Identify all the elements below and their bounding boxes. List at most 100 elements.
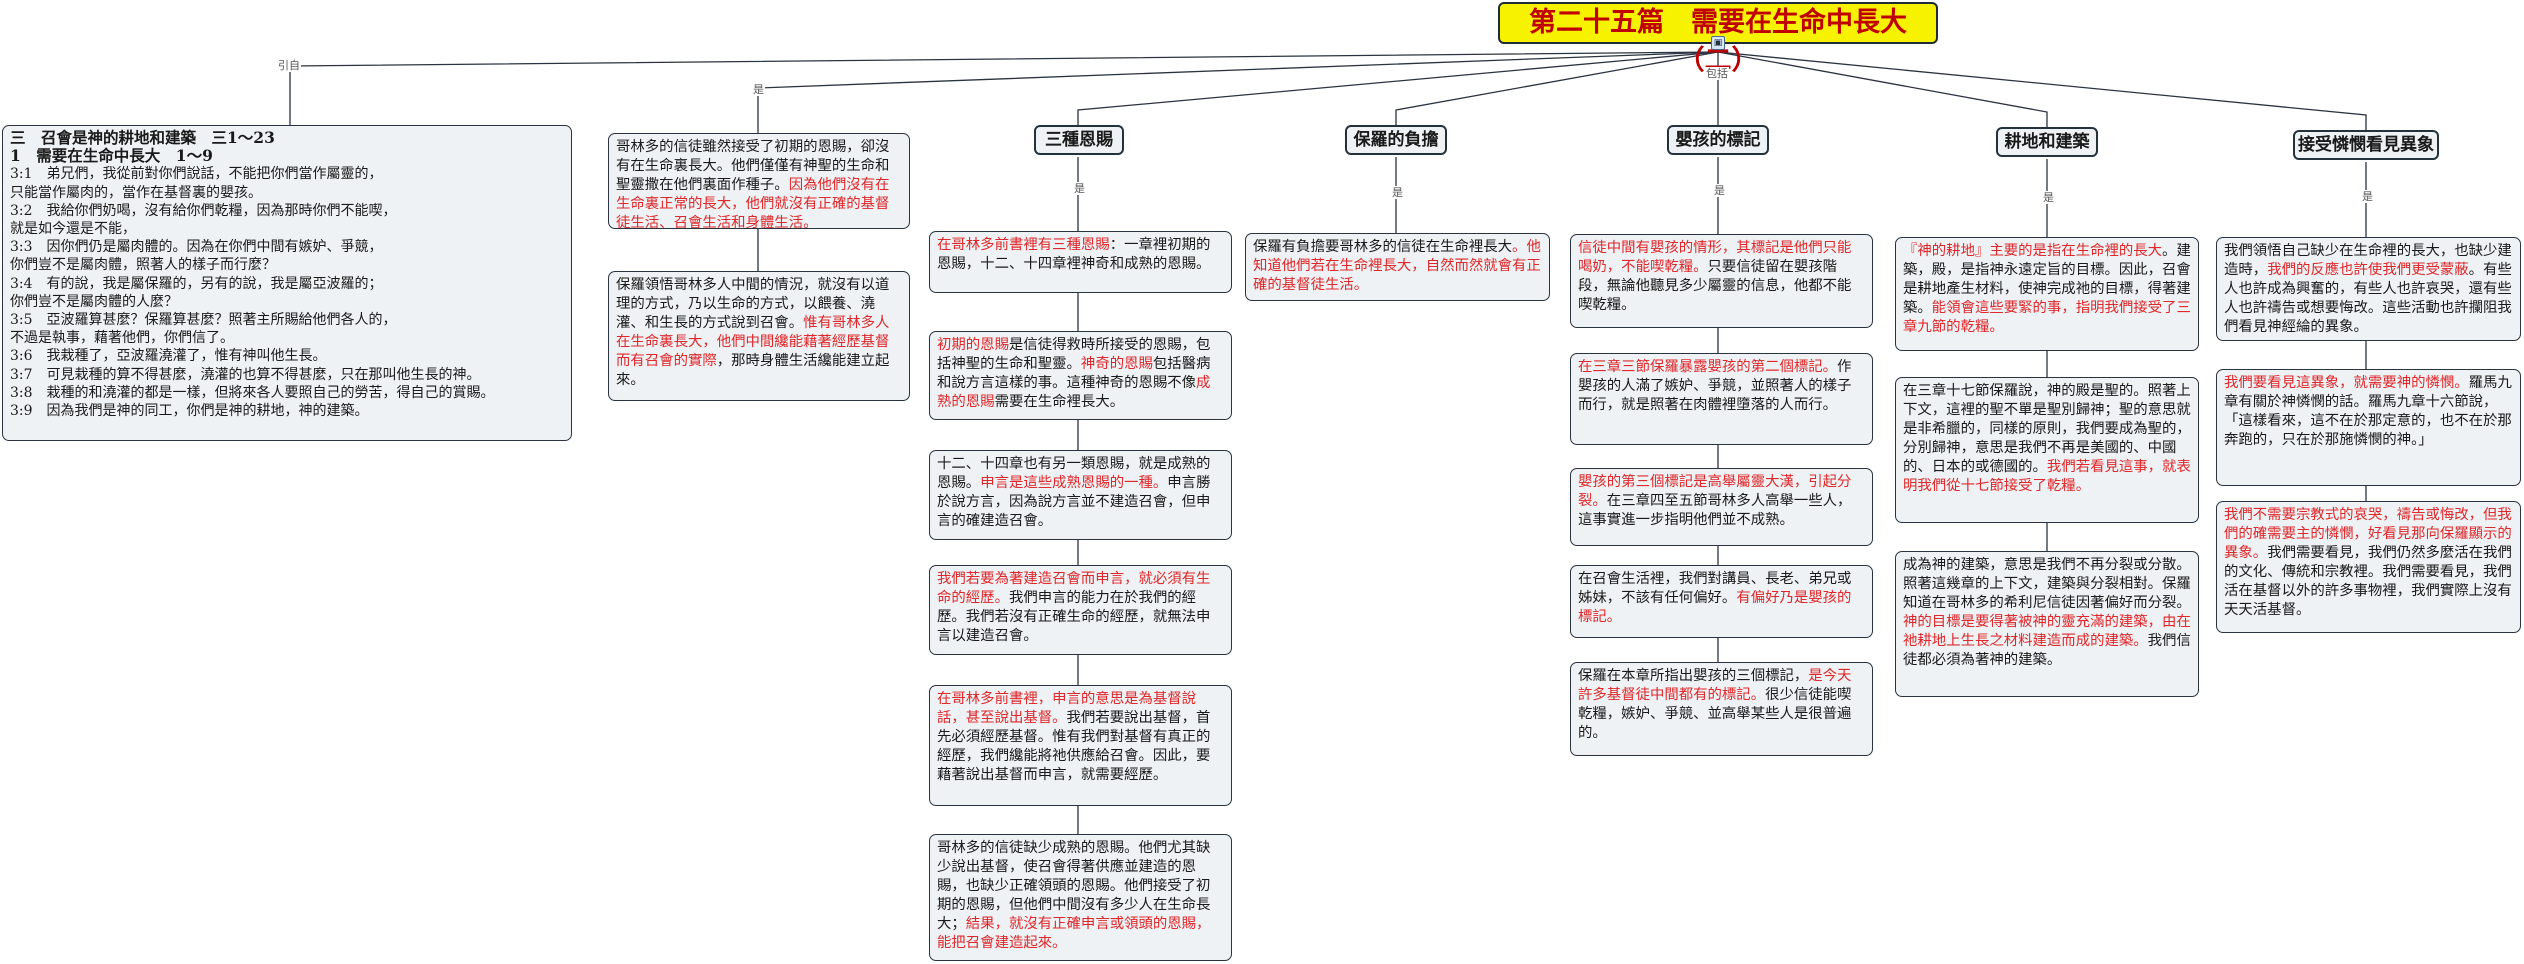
note-highlight: 我們若要為著建造召會而申言，就必須有生命的經歷。 bbox=[937, 571, 1211, 606]
edge-label-is: 是 bbox=[1713, 184, 1726, 197]
note-text: 在三章十七節保羅說，神的殿是聖的。照著上下文，這裡的聖不單是聖別歸神；聖的意思就… bbox=[1903, 383, 2191, 475]
scripture-box: 三 召會是神的耕地和建築 三1～23 1 需要在生命中長大 1～9 3:1 弟兄… bbox=[2, 125, 572, 441]
note-highlight: 我們要看見這異象，就需要神的憐憫。 bbox=[2224, 375, 2469, 391]
note-text: 我們領悟自己缺少在生命裡的長大，也缺少建造時， bbox=[2224, 243, 2512, 278]
note-text: 在三章四至五節哥林多人高舉一些人，這事實進一步指明他們並不成熟。 bbox=[1578, 493, 1852, 528]
note-text: 我們申言的能力在於我們的經歷。我們若沒有正確生命的經歷，就無法申言以建造召會。 bbox=[937, 590, 1211, 644]
note-highlight: 神奇的恩賜 bbox=[1080, 356, 1153, 372]
note-box: 信徒中間有嬰孩的情形，其標記是他們只能喝奶，不能喫乾糧。只要信徒留在嬰孩階段，無… bbox=[1570, 234, 1873, 328]
note-highlight: 信徒中間有嬰孩的情形，其標記是他們只能喝奶，不能喫乾糧。 bbox=[1578, 240, 1852, 275]
note-text: 保羅領悟哥林多人中間的情況，就沒有以道理的方式，乃以生命的方式，以餵養、澆灌、和… bbox=[616, 277, 890, 331]
edge-label-is: 是 bbox=[2361, 190, 2374, 203]
note-box: 嬰孩的第三個標記是高舉屬靈大漢，引起分裂。在三章四至五節哥林多人高舉一些人，這事… bbox=[1570, 468, 1873, 546]
section-heading: 三 召會是神的耕地和建築 三1～23 bbox=[10, 128, 275, 147]
note-text: 羅馬九章有關於神憐憫的話。羅馬九章十六節說，「這樣看來，這不在於那定意的，也不在… bbox=[2224, 375, 2512, 448]
note-box: 在哥林多前書裡，申言的意思是為基督說話，甚至說出基督。我們若要說出基督，首先必須… bbox=[929, 685, 1232, 806]
note-box: 保羅領悟哥林多人中間的情況，就沒有以道理的方式，乃以生命的方式，以餵養、澆灌、和… bbox=[608, 271, 910, 401]
edge-label-includes: 包括 bbox=[1705, 67, 1729, 80]
note-box: 在召會生活裡，我們對講員、長老、弟兄或姊妹，不該有任何偏好。有偏好乃是嬰孩的標記… bbox=[1570, 565, 1873, 638]
note-highlight: 能領會這些要緊的事，指明我們接受了三章九節的乾糧。 bbox=[1903, 300, 2191, 335]
note-text: ：一章裡初期的恩賜，十二、十四章裡神奇和成熟的恩賜。 bbox=[937, 237, 1211, 272]
note-highlight: 申言是這些成熟恩賜的一種。 bbox=[980, 475, 1168, 491]
edge-label-is: 是 bbox=[1391, 186, 1404, 199]
topic-header-field-building: 耕地和建築 bbox=[1996, 127, 2098, 157]
verse-line: 3:2 我給你們奶喝，沒有給你們乾糧，因為那時你們不能喫， bbox=[10, 202, 397, 219]
note-highlight: 我們不需要宗教式的哀哭，禱告或悔改，但我們的確需要主的憐憫，好看見那向保羅顯示的… bbox=[2224, 507, 2512, 561]
note-highlight: 結果，就沒有正確申言或領頭的恩賜，能把召會建造起來。 bbox=[937, 916, 1211, 951]
note-text: 作嬰孩的人滿了嫉妒、爭競，並照著人的樣子而行，就是照著在肉體裡墮落的人而行。 bbox=[1578, 359, 1852, 413]
note-box: 在三章三節保羅暴露嬰孩的第二個標記。作嬰孩的人滿了嫉妒、爭競，並照著人的樣子而行… bbox=[1570, 353, 1873, 445]
edge-label-intro: 引自 bbox=[277, 59, 301, 72]
verse-line: 3:8 栽種的和澆灌的都是一樣，但將來各人要照自己的勞苦，得自己的賞賜。 bbox=[10, 384, 495, 401]
note-highlight: 我們若看見這事，就表明我們從十七節接受了乾糧。 bbox=[1903, 459, 2191, 494]
note-text: 我們需要看見，我們仍然多麼活在我們的文化、傳統和宗教裡。我們需要看見，我們活在基… bbox=[2224, 545, 2512, 618]
note-text: 我們信徒都必須為著神的建築。 bbox=[1903, 633, 2191, 668]
note-highlight: 成熟的恩賜 bbox=[937, 375, 1211, 410]
note-highlight: 我們的反應也許使我們更受蒙蔽 bbox=[2267, 262, 2469, 278]
note-text: 十二、十四章也有另一類恩賜，就是成熟的恩賜。 bbox=[937, 456, 1211, 491]
note-text: 是信徒得救時所接受的恩賜，包括神聖的生命和聖靈。 bbox=[937, 337, 1211, 372]
verse-line: 3:4 有的說，我是屬保羅的，另有的說，我是屬亞波羅的； bbox=[10, 275, 383, 292]
note-text: 哥林多的信徒雖然接受了初期的恩賜，卻沒有在生命裏長大。他們僅僅有神聖的生命和聖靈… bbox=[616, 139, 890, 193]
note-box: 『神的耕地』主要的是指在生命裡的長大。建築，殿，是指神永遠定旨的目標。因此，召會… bbox=[1895, 237, 2199, 351]
note-text: 。有些人也許成為興奮的，有些人也許哀哭，還有些人也許禱告或想要悔改。這些活動也許… bbox=[2224, 262, 2512, 335]
note-highlight: 『神的耕地』主要的是指在生命裡的長大 bbox=[1903, 243, 2163, 259]
verse-line: 你們豈不是屬肉體，照著人的樣子而行麼？ bbox=[10, 257, 276, 274]
note-box: 哥林多的信徒缺少成熟的恩賜。他們尤其缺少說出基督，使召會得著供應並建造的恩賜，也… bbox=[929, 834, 1232, 961]
note-text: 。建築，殿，是指神永遠定旨的目標。因此，召會是耕地產生材料，使神完成祂的目標，得… bbox=[1903, 243, 2191, 316]
note-text: 在召會生活裡，我們對講員、長老、弟兄或姊妹，不該有任何偏好。 bbox=[1578, 571, 1852, 606]
note-text: 需要在生命裡長大。 bbox=[994, 394, 1125, 410]
note-highlight: 惟有哥林多人在生命裏長大，他們中間纔能藉著經歷基督而有召會的實際 bbox=[616, 315, 890, 369]
diagram-title: 第二十五篇 需要在生命中長大（二） bbox=[1498, 2, 1938, 76]
note-box: 十二、十四章也有另一類恩賜，就是成熟的恩賜。申言是這些成熟恩賜的一種。申言勝於說… bbox=[929, 450, 1232, 540]
verse-line: 你們豈不是屬肉體的人麼？ bbox=[10, 293, 178, 310]
note-text: 我們若要說出基督，首先必須經歷基督。惟有我們對基督有真正的經歷，我們纔能將祂供應… bbox=[937, 710, 1211, 783]
verse-line: 3:7 可見栽種的算不得甚麼，澆灌的也算不得甚麼，只在那叫他生長的神。 bbox=[10, 366, 481, 383]
title-marker-icon: ▣ bbox=[1711, 36, 1725, 50]
topic-header-three-gifts: 三種恩賜 bbox=[1034, 125, 1124, 155]
note-highlight: 在三章三節保羅暴露嬰孩的第二個標記。 bbox=[1578, 359, 1838, 375]
note-box: 保羅有負擔要哥林多的信徒在生命裡長大。他知道他們若在生命裡長大，自然而然就會有正… bbox=[1245, 233, 1550, 301]
verse-line: 3:5 亞波羅算甚麼？保羅算甚麼？照著主所賜給他們各人的， bbox=[10, 312, 397, 329]
note-box: 哥林多的信徒雖然接受了初期的恩賜，卻沒有在生命裏長大。他們僅僅有神聖的生命和聖靈… bbox=[608, 133, 910, 229]
topic-header-accept-mercy: 接受憐憫看見異象 bbox=[2293, 130, 2439, 160]
note-highlight: 嬰孩的第三個標記是高舉屬靈大漢，引起分裂。 bbox=[1578, 474, 1852, 509]
verse-line: 不過是執事，藉著他們，你們信了。 bbox=[10, 330, 234, 347]
verse-line: 3:6 我栽種了，亞波羅澆灌了，惟有神叫他生長。 bbox=[10, 348, 327, 365]
note-highlight: 有偏好乃是嬰孩的標記。 bbox=[1578, 590, 1852, 625]
note-text: 哥林多的信徒缺少成熟的恩賜。他們尤其缺少說出基督，使召會得著供應並建造的恩賜，也… bbox=[937, 840, 1211, 932]
note-text: 包括醫病和說方言這樣的事。這種神奇的恩賜不像 bbox=[937, 356, 1211, 391]
note-text: 保羅在本章所指出嬰孩的三個標記， bbox=[1578, 668, 1809, 684]
note-box: 在三章十七節保羅說，神的殿是聖的。照著上下文，這裡的聖不單是聖別歸神；聖的意思就… bbox=[1895, 377, 2199, 523]
note-text: 成為神的建築，意思是我們不再分裂或分散。照著這幾章的上下文，建築與分裂相對。保羅… bbox=[1903, 557, 2191, 611]
note-highlight: 因為他們沒有在生命裏正常的長大，他們就沒有正確的基督徒生活、召會生活和身體生活。 bbox=[616, 177, 890, 229]
note-highlight: 是今天許多基督徒中間都有的標記。 bbox=[1578, 668, 1852, 703]
note-text: ，那時身體生活纔能建立起來。 bbox=[616, 353, 890, 388]
note-box: 我們領悟自己缺少在生命裡的長大，也缺少建造時，我們的反應也許使我們更受蒙蔽。有些… bbox=[2216, 237, 2521, 341]
note-box: 我們不需要宗教式的哀哭，禱告或悔改，但我們的確需要主的憐憫，好看見那向保羅顯示的… bbox=[2216, 501, 2521, 633]
topic-header-infant-marks: 嬰孩的標記 bbox=[1667, 125, 1769, 155]
note-text: 申言勝於說方言，因為說方言並不建造召會，但申言的確建造召會。 bbox=[937, 475, 1211, 529]
topic-header-burden: 保羅的負擔 bbox=[1345, 125, 1447, 155]
note-text: 很少信徒能喫乾糧，嫉妒、爭競、並高舉某些人是很普遍的。 bbox=[1578, 687, 1852, 741]
verse-line: 3:3 因你們仍是屬肉體的。因為在你們中間有嫉妒、爭競， bbox=[10, 239, 383, 256]
note-highlight: 。他知道他們若在生命裡長大，自然而然就會有正確的基督徒生活。 bbox=[1253, 239, 1541, 293]
verse-line: 就是如今還是不能， bbox=[10, 221, 136, 238]
note-box: 成為神的建築，意思是我們不再分裂或分散。照著這幾章的上下文，建築與分裂相對。保羅… bbox=[1895, 551, 2199, 697]
note-highlight: 在哥林多前書裡，申言的意思是為基督說話，甚至說出基督。 bbox=[937, 691, 1197, 726]
note-highlight: 在哥林多前書裡有三種恩賜 bbox=[937, 237, 1110, 253]
note-box: 保羅在本章所指出嬰孩的三個標記，是今天許多基督徒中間都有的標記。很少信徒能喫乾糧… bbox=[1570, 662, 1873, 756]
note-text: 保羅有負擔要哥林多的信徒在生命裡長大 bbox=[1253, 239, 1513, 255]
note-box: 初期的恩賜是信徒得救時所接受的恩賜，包括神聖的生命和聖靈。神奇的恩賜包括醫病和說… bbox=[929, 331, 1232, 420]
note-box: 我們若要為著建造召會而申言，就必須有生命的經歷。我們申言的能力在於我們的經歷。我… bbox=[929, 565, 1232, 655]
edge-label-is: 是 bbox=[1073, 182, 1086, 195]
verse-line: 3:1 弟兄們，我從前對你們說話，不能把你們當作屬靈的， bbox=[10, 166, 383, 183]
note-box: 在哥林多前書裡有三種恩賜：一章裡初期的恩賜，十二、十四章裡神奇和成熟的恩賜。 bbox=[929, 231, 1232, 293]
edge-label-is: 是 bbox=[752, 83, 765, 96]
note-highlight: 初期的恩賜 bbox=[937, 337, 1009, 353]
note-highlight: 神的目標是要得著被神的靈充滿的建築，由在祂耕地上生長之材料建造而成的建築。 bbox=[1903, 614, 2191, 649]
subsection-heading: 1 需要在生命中長大 1～9 bbox=[10, 146, 213, 166]
verse-line: 只能當作屬肉的，當作在基督裏的嬰孩。 bbox=[10, 184, 262, 201]
note-box: 我們要看見這異象，就需要神的憐憫。羅馬九章有關於神憐憫的話。羅馬九章十六節說，「… bbox=[2216, 369, 2521, 486]
verse-line: 3:9 因為我們是神的同工，你們是神的耕地，神的建築。 bbox=[10, 403, 369, 420]
